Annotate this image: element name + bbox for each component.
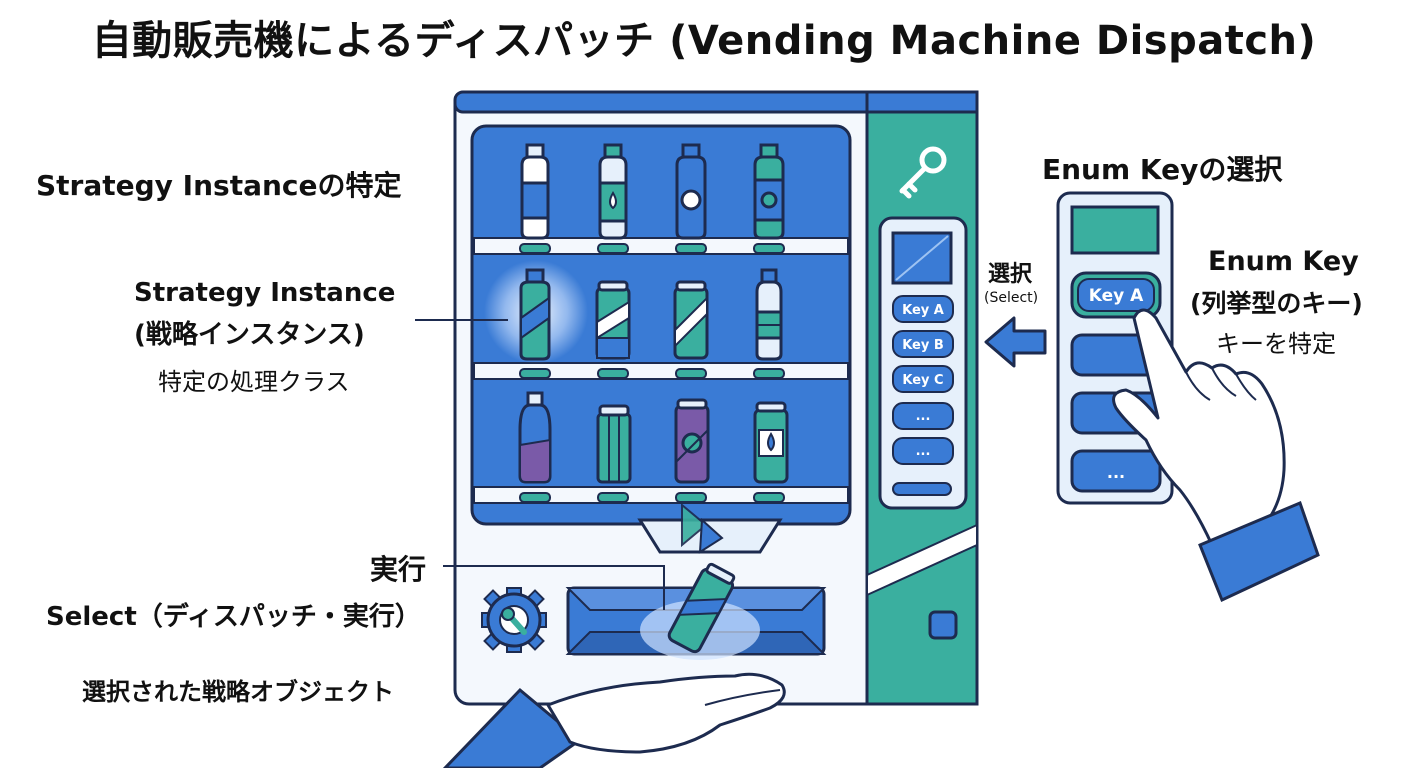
panel-key-a-button[interactable] [892, 295, 954, 323]
control-panel [878, 216, 968, 510]
arrow-left-icon [984, 316, 1047, 368]
strategy-instance-description: 特定の処理クラス [158, 368, 350, 396]
product-row-2 [519, 268, 783, 361]
select-english-label: (Select) [984, 290, 1039, 306]
panel-more-button-1[interactable] [892, 402, 954, 430]
enum-key-label: Enum Key [1208, 246, 1359, 277]
can-product[interactable] [596, 404, 632, 484]
product-row-3 [518, 391, 789, 484]
remote-key-a-label: Key A [1089, 286, 1144, 306]
strategy-instance-label: Strategy Instance [134, 278, 396, 308]
bottle-product[interactable] [753, 143, 785, 240]
selected-strategy-bottle[interactable] [519, 268, 551, 361]
bottle-product[interactable] [518, 391, 552, 484]
can-product[interactable] [595, 280, 631, 360]
panel-more-button-2[interactable] [892, 437, 954, 465]
enum-key-jp-label: (列挙型のキー) [1190, 289, 1363, 318]
bottle-product[interactable] [520, 143, 550, 240]
panel-more-label-2: ... [916, 444, 931, 459]
product-row-1 [520, 143, 785, 240]
enum-key-heading: Enum Keyの選択 [1042, 153, 1283, 186]
panel-key-c-label: Key C [902, 373, 943, 388]
bottle-product[interactable] [598, 143, 628, 240]
panel-key-a-label: Key A [902, 303, 944, 318]
leader-lines [415, 319, 665, 610]
bottle-product[interactable] [675, 143, 707, 240]
enum-key-description: キーを特定 [1216, 330, 1336, 358]
strategy-heading: Strategy Instanceの特定 [36, 169, 402, 202]
panel-more-label-1: ... [916, 409, 931, 424]
can-product[interactable] [674, 398, 710, 484]
key-icon [899, 146, 947, 199]
bottle-product[interactable] [755, 268, 783, 361]
execute-label: 実行 [370, 553, 427, 586]
dispense-chute [637, 502, 783, 554]
receiving-hand-icon [442, 672, 786, 768]
panel-key-b-button[interactable] [892, 330, 954, 358]
selected-strategy-description: 選択された戦略オブジェクト [82, 678, 394, 706]
dispensed-strategy-can [667, 562, 736, 654]
can-product[interactable] [753, 401, 789, 484]
select-dispatch-label: Select（ディスパッチ・実行） [46, 602, 421, 632]
strategy-instance-jp-label: (戦略インスタンス) [134, 320, 365, 350]
remote-more-button[interactable] [1070, 449, 1162, 493]
remote-more-label: ... [1107, 463, 1125, 482]
page-title: 自動販売機によるディスパッチ (Vending Machine Dispatch… [91, 18, 1317, 64]
can-product[interactable] [673, 280, 709, 360]
wrench-icon [501, 607, 527, 635]
pointing-hand-icon [1112, 308, 1320, 603]
control-panel-buttons: Key A Key B Key C ... ... [892, 295, 954, 465]
panel-key-b-label: Key B [902, 338, 944, 353]
panel-key-c-button[interactable] [892, 365, 954, 393]
select-label: 選択 [988, 262, 1033, 287]
